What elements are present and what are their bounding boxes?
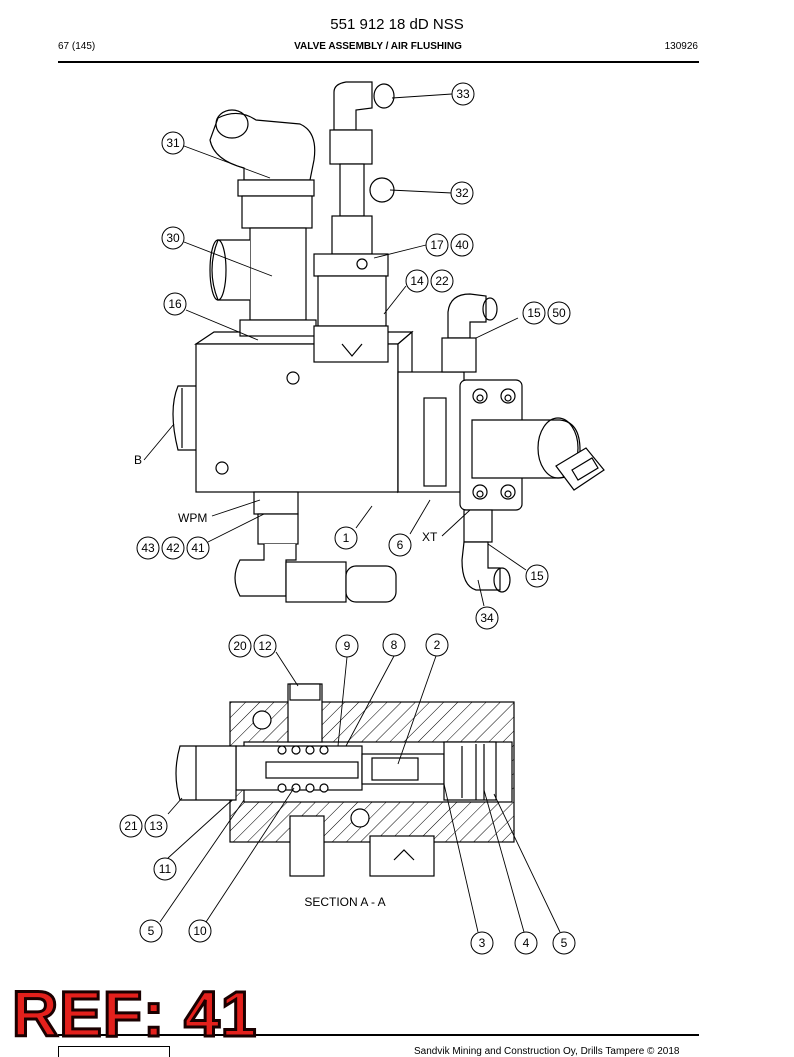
callout-20 bbox=[228, 634, 252, 658]
company-logo bbox=[58, 1046, 170, 1057]
callout-8 bbox=[382, 633, 406, 657]
callout-9 bbox=[335, 634, 359, 658]
callout-text: 30 bbox=[166, 231, 180, 245]
callout-text: 12 bbox=[258, 639, 272, 653]
callout-31 bbox=[161, 131, 185, 155]
callout-text: 1 bbox=[343, 531, 350, 545]
callout-text: 43 bbox=[141, 541, 155, 555]
callout-5b bbox=[552, 931, 576, 955]
callout-21 bbox=[119, 814, 143, 838]
callout-34 bbox=[475, 606, 499, 630]
callout-11 bbox=[153, 857, 177, 881]
callout-14 bbox=[405, 269, 429, 293]
callout-42 bbox=[161, 536, 185, 560]
callout-text-section: 20 12 9 8 2 21 13 11 5 10 3 4 5 bbox=[124, 638, 567, 950]
callout-text: 31 bbox=[166, 136, 180, 150]
callout-text: 5 bbox=[148, 924, 155, 938]
callout-15b bbox=[525, 564, 549, 588]
callout-3 bbox=[470, 931, 494, 955]
callout-30 bbox=[161, 226, 185, 250]
page-number: 67 (145) bbox=[58, 41, 96, 52]
callout-text: 10 bbox=[193, 924, 207, 938]
callout-text: 15 bbox=[527, 306, 541, 320]
callout-13 bbox=[144, 814, 168, 838]
callout-text: 2 bbox=[434, 638, 441, 652]
callout-text: 50 bbox=[552, 306, 566, 320]
callouts-top bbox=[136, 82, 571, 630]
section-caption: SECTION A - A bbox=[304, 895, 385, 909]
callout-text: 41 bbox=[191, 541, 205, 555]
ref-stamp: REF: 41 bbox=[10, 978, 258, 1050]
callout-text: 4 bbox=[523, 936, 530, 950]
leader-lines bbox=[143, 93, 561, 933]
port-label-wpm: WPM bbox=[178, 511, 207, 525]
callout-text: 9 bbox=[344, 639, 351, 653]
callout-32 bbox=[450, 181, 474, 205]
callout-text: 21 bbox=[124, 819, 138, 833]
callout-2 bbox=[425, 633, 449, 657]
callout-text: 5 bbox=[561, 936, 568, 950]
footer-rule bbox=[58, 1034, 699, 1036]
callout-22 bbox=[430, 269, 454, 293]
callout-4 bbox=[514, 931, 538, 955]
assembly-view bbox=[172, 81, 605, 603]
header-rule bbox=[58, 61, 699, 63]
footer-copyright: Sandvik Mining and Construction Oy, Dril… bbox=[414, 1046, 680, 1057]
callout-17 bbox=[425, 233, 449, 257]
callout-5 bbox=[139, 919, 163, 943]
callout-1 bbox=[334, 526, 358, 550]
callout-text: 15 bbox=[530, 569, 544, 583]
callout-text: 42 bbox=[166, 541, 180, 555]
callout-text: 17 bbox=[430, 238, 444, 252]
callout-text: 8 bbox=[391, 638, 398, 652]
callout-41 bbox=[186, 536, 210, 560]
callout-43 bbox=[136, 536, 160, 560]
callout-16 bbox=[163, 292, 187, 316]
callout-6 bbox=[388, 533, 412, 557]
callout-text: 32 bbox=[455, 186, 469, 200]
section-title: VALVE ASSEMBLY / AIR FLUSHING bbox=[294, 41, 462, 52]
callout-text: 13 bbox=[149, 819, 163, 833]
callout-12 bbox=[253, 634, 277, 658]
callout-40 bbox=[450, 233, 474, 257]
callout-text: 6 bbox=[397, 538, 404, 552]
callout-text: 20 bbox=[233, 639, 247, 653]
port-labels: B WPM XT bbox=[134, 453, 438, 544]
document-code: 130926 bbox=[664, 41, 698, 52]
callout-text: 33 bbox=[456, 87, 470, 101]
callouts-section bbox=[119, 633, 576, 955]
document-title: 551 912 18 dD NSS bbox=[330, 16, 464, 33]
callout-text: 14 bbox=[410, 274, 424, 288]
callout-50 bbox=[547, 301, 571, 325]
callout-15 bbox=[522, 301, 546, 325]
section-view bbox=[175, 683, 515, 877]
callout-text-top: 33 31 32 17 40 30 14 22 16 15 50 1 6 43 … bbox=[141, 87, 566, 625]
callout-10 bbox=[188, 919, 212, 943]
callout-text: 40 bbox=[455, 238, 469, 252]
port-label-b: B bbox=[134, 453, 142, 467]
callout-33 bbox=[451, 82, 475, 106]
callout-text: 22 bbox=[435, 274, 449, 288]
callout-text: 34 bbox=[480, 611, 494, 625]
callout-text: 3 bbox=[479, 936, 486, 950]
callout-text: 11 bbox=[159, 862, 172, 876]
callout-text: 16 bbox=[168, 297, 182, 311]
port-label-xt: XT bbox=[422, 530, 438, 544]
